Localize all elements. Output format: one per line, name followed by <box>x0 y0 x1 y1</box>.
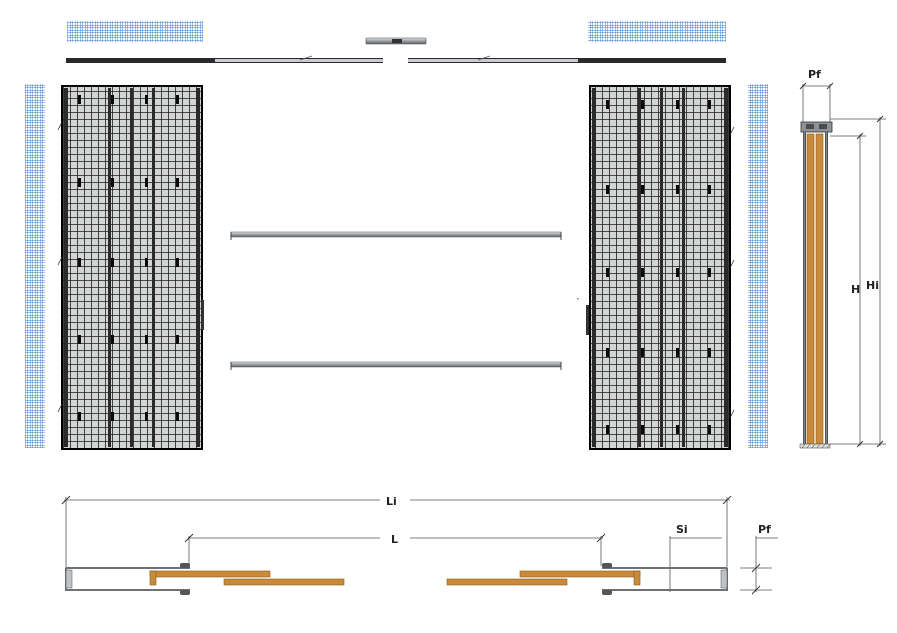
plan-view: Li L Si Pf <box>61 495 778 595</box>
upper-horizontal-rail <box>230 231 562 240</box>
right-pocket-frame <box>586 85 735 450</box>
left-pocket-frame <box>57 85 204 450</box>
l-label: L <box>391 533 398 546</box>
track-connector-piece <box>365 37 427 45</box>
h-label: H <box>851 283 860 296</box>
top-right-mesh-strip <box>588 21 726 42</box>
pf-bottom-label: Pf <box>758 523 771 536</box>
pf-top-label: Pf <box>808 68 821 81</box>
right-side-mesh-strip <box>748 84 768 448</box>
top-left-mesh-strip <box>67 21 203 42</box>
lower-horizontal-rail <box>230 361 562 370</box>
li-label: Li <box>386 495 397 508</box>
side-section-view: Pf H Hi <box>799 68 886 449</box>
left-side-mesh-strip <box>25 84 45 448</box>
top-track <box>66 55 726 63</box>
si-label: Si <box>676 523 688 536</box>
hi-label: Hi <box>866 279 879 292</box>
